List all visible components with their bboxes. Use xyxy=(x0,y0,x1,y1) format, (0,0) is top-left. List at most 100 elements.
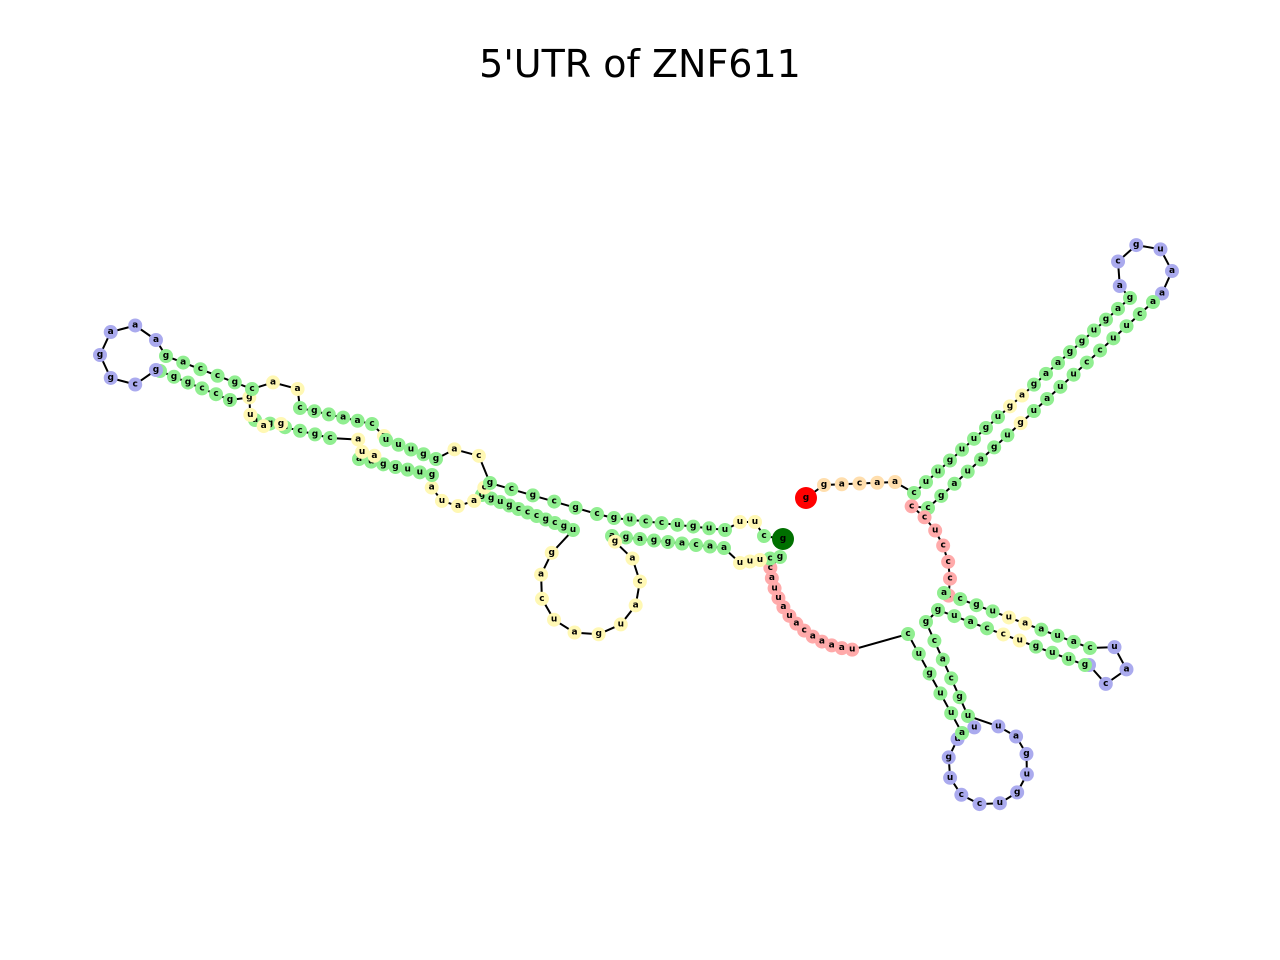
svg-text:a: a xyxy=(839,643,845,653)
nucleotide-multi-loop: c xyxy=(942,571,957,586)
nucleotide-stem: u xyxy=(670,517,685,532)
nucleotide-stem: u xyxy=(1050,628,1065,643)
nucleotide-stem: g xyxy=(429,452,443,466)
nucleotide-stem: a xyxy=(955,726,969,740)
svg-text:u: u xyxy=(1110,333,1116,343)
svg-text:u: u xyxy=(995,721,1001,731)
svg-text:u: u xyxy=(971,434,977,444)
svg-text:a: a xyxy=(679,539,685,549)
nucleotide-stem: g xyxy=(686,519,701,534)
svg-text:g: g xyxy=(945,752,951,762)
nucleotide-stem: u xyxy=(933,686,948,701)
nucleotide-stem: c xyxy=(293,423,307,438)
nucleotide-internal-loop: a xyxy=(266,375,280,390)
nucleotide-stem: u xyxy=(702,521,717,536)
svg-text:a: a xyxy=(153,335,159,345)
svg-text:a: a xyxy=(829,640,835,650)
svg-text:g: g xyxy=(1033,642,1039,652)
nucleotide-stem: a xyxy=(675,536,689,551)
svg-text:c: c xyxy=(940,541,945,551)
svg-text:a: a xyxy=(270,377,276,387)
svg-text:g: g xyxy=(926,669,932,679)
nucleotide-hairpin-loop: g xyxy=(941,750,956,765)
nucleotide-stem: c xyxy=(980,621,994,636)
svg-text:a: a xyxy=(968,617,974,627)
nucleotide-internal-loop: a xyxy=(256,419,271,434)
svg-text:u: u xyxy=(408,445,414,455)
svg-text:c: c xyxy=(761,531,766,541)
nucleotide-stem: u xyxy=(1026,404,1041,419)
nucleotide-stem: g xyxy=(931,603,945,617)
svg-text:g: g xyxy=(433,454,439,464)
svg-text:g: g xyxy=(690,522,696,532)
svg-text:a: a xyxy=(1043,369,1049,379)
svg-text:u: u xyxy=(1031,406,1037,416)
nucleotide-stem: u xyxy=(911,646,926,661)
svg-text:g: g xyxy=(803,493,809,503)
svg-text:g: g xyxy=(991,442,997,452)
nucleotide-stem: g xyxy=(1075,334,1089,349)
nucleotide-internal-loop: c xyxy=(996,627,1011,642)
nucleotide-stem: g xyxy=(619,530,633,545)
nucleotide-stem: u xyxy=(622,512,637,527)
nucleotide-hairpin-loop: c xyxy=(972,797,987,812)
svg-text:g: g xyxy=(665,537,671,547)
svg-text:g: g xyxy=(530,490,536,500)
svg-text:g: g xyxy=(107,373,113,383)
nucleotide-multi-loop: c xyxy=(904,499,919,514)
nucleotide-stem: u xyxy=(985,604,1000,619)
nucleotide-hairpin-loop: c xyxy=(954,787,969,802)
svg-text:g: g xyxy=(488,494,494,504)
svg-text:c: c xyxy=(369,419,374,429)
nucleotide-internal-loop: u xyxy=(355,444,370,459)
nucleotide-stem: g xyxy=(1078,658,1092,672)
svg-text:g: g xyxy=(506,501,512,511)
svg-text:c: c xyxy=(1087,643,1092,653)
nucleotide-stem: g xyxy=(1123,291,1137,305)
nucleotide-stem: g xyxy=(934,488,949,503)
nucleotide-stem: c xyxy=(365,417,379,431)
nucleotide-stem: a xyxy=(935,652,950,667)
nucleotide-stem: u xyxy=(391,437,406,452)
svg-text:c: c xyxy=(768,563,773,573)
nucleotide-stem: u xyxy=(1087,323,1101,338)
nucleotide-stem: u xyxy=(991,410,1005,425)
svg-text:g: g xyxy=(1103,315,1109,325)
nucleotide-hairpin-loop: g xyxy=(1129,238,1144,253)
svg-text:c: c xyxy=(327,433,332,443)
nucleotide-stem: g xyxy=(969,598,984,613)
svg-text:a: a xyxy=(793,619,799,629)
nucleotide-stem: g xyxy=(952,690,967,705)
nucleotide-internal-loop: c xyxy=(632,574,647,589)
svg-text:u: u xyxy=(417,467,423,477)
nucleotide-stem: a xyxy=(703,539,717,554)
nucleotide-stem: g xyxy=(987,440,1002,455)
svg-text:a: a xyxy=(959,728,965,738)
svg-text:u: u xyxy=(674,520,680,530)
nucleotide-multi-loop: c xyxy=(941,554,956,569)
svg-text:c: c xyxy=(1137,309,1142,319)
nucleotide-stem: a xyxy=(947,476,962,491)
svg-text:g: g xyxy=(983,423,989,433)
svg-text:g: g xyxy=(1031,380,1037,390)
nucleotide-multi-loop: a xyxy=(764,571,779,586)
nucleotide-stem: g xyxy=(416,447,431,462)
svg-text:a: a xyxy=(1022,619,1028,629)
nucleotide-stem: a xyxy=(1039,366,1053,381)
nucleotide-stem: g xyxy=(483,476,497,490)
nucleotide-stem: c xyxy=(210,368,225,383)
nucleotide-stem: g xyxy=(1029,639,1043,654)
svg-text:a: a xyxy=(355,435,361,445)
nucleotide-stem: a xyxy=(1051,356,1065,370)
svg-text:c: c xyxy=(911,488,916,498)
nucleotide-stem: g xyxy=(922,666,937,681)
svg-text:g: g xyxy=(923,617,929,627)
svg-text:c: c xyxy=(984,623,989,633)
svg-text:g: g xyxy=(561,522,567,532)
nucleotide-hairpin-loop: u xyxy=(943,770,958,785)
nucleotide-stem: u xyxy=(1119,319,1134,334)
svg-text:g: g xyxy=(542,515,548,525)
svg-text:a: a xyxy=(1117,281,1123,291)
nucleotide-stem: c xyxy=(504,482,519,497)
svg-text:c: c xyxy=(693,540,698,550)
